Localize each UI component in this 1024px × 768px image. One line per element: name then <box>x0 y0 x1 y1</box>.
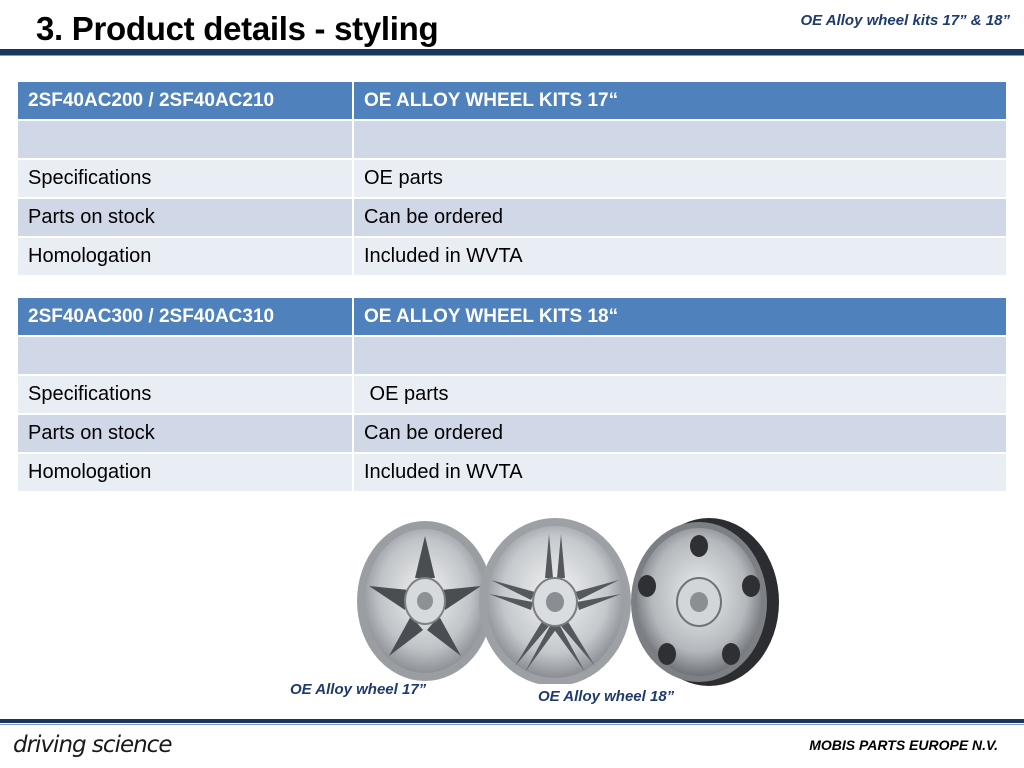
row-value <box>354 337 1006 374</box>
header-rule-thin <box>0 55 1024 56</box>
row-value: OE parts <box>354 160 1006 197</box>
steel-wheel-cover-image <box>631 518 779 686</box>
part-number-cell: 2SF40AC200 / 2SF40AC210 <box>18 82 352 119</box>
row-label <box>18 337 352 374</box>
table-header-row: 2SF40AC300 / 2SF40AC310 OE ALLOY WHEEL K… <box>18 298 1006 335</box>
table-row <box>18 121 1006 158</box>
row-value: Included in WVTA <box>354 454 1006 491</box>
footer-rule-thin <box>0 724 1024 725</box>
row-label: Homologation <box>18 454 352 491</box>
product-name-cell: OE ALLOY WHEEL KITS 17“ <box>354 82 1006 119</box>
table-row: Specifications OE parts <box>18 160 1006 197</box>
wheel-18-caption: OE Alloy wheel 18” <box>520 684 693 709</box>
part-number-cell: 2SF40AC300 / 2SF40AC310 <box>18 298 352 335</box>
spec-table-17: 2SF40AC200 / 2SF40AC210 OE ALLOY WHEEL K… <box>16 80 1008 277</box>
row-label: Homologation <box>18 238 352 275</box>
row-value: Can be ordered <box>354 415 1006 452</box>
table-row: Homologation Included in WVTA <box>18 454 1006 491</box>
row-label <box>18 121 352 158</box>
table-row: Homologation Included in WVTA <box>18 238 1006 275</box>
table-row: Specifications OE parts <box>18 376 1006 413</box>
page-subtitle: OE Alloy wheel kits 17” & 18” <box>800 12 1010 29</box>
row-label: Specifications <box>18 376 352 413</box>
company-name: MOBIS PARTS EUROPE N.V. <box>809 737 998 753</box>
alloy-wheel-17-image <box>357 521 493 681</box>
wheel-17-caption: OE Alloy wheel 17” <box>290 681 427 698</box>
spec-table-18: 2SF40AC300 / 2SF40AC310 OE ALLOY WHEEL K… <box>16 296 1008 493</box>
footer-rule <box>0 719 1024 723</box>
row-value: Included in WVTA <box>354 238 1006 275</box>
row-value: Can be ordered <box>354 199 1006 236</box>
alloy-wheel-18-image <box>479 518 631 686</box>
product-name-cell: OE ALLOY WHEEL KITS 18“ <box>354 298 1006 335</box>
table-header-row: 2SF40AC200 / 2SF40AC210 OE ALLOY WHEEL K… <box>18 82 1006 119</box>
row-value <box>354 121 1006 158</box>
row-label: Specifications <box>18 160 352 197</box>
driving-science-logo: driving science <box>13 732 172 758</box>
table-row: Parts on stock Can be ordered <box>18 415 1006 452</box>
page-title: 3. Product details - styling <box>36 10 439 47</box>
wheel-images <box>353 516 783 686</box>
row-value: OE parts <box>354 376 1006 413</box>
row-label: Parts on stock <box>18 199 352 236</box>
table-row <box>18 337 1006 374</box>
table-row: Parts on stock Can be ordered <box>18 199 1006 236</box>
header-rule <box>0 49 1024 55</box>
row-label: Parts on stock <box>18 415 352 452</box>
